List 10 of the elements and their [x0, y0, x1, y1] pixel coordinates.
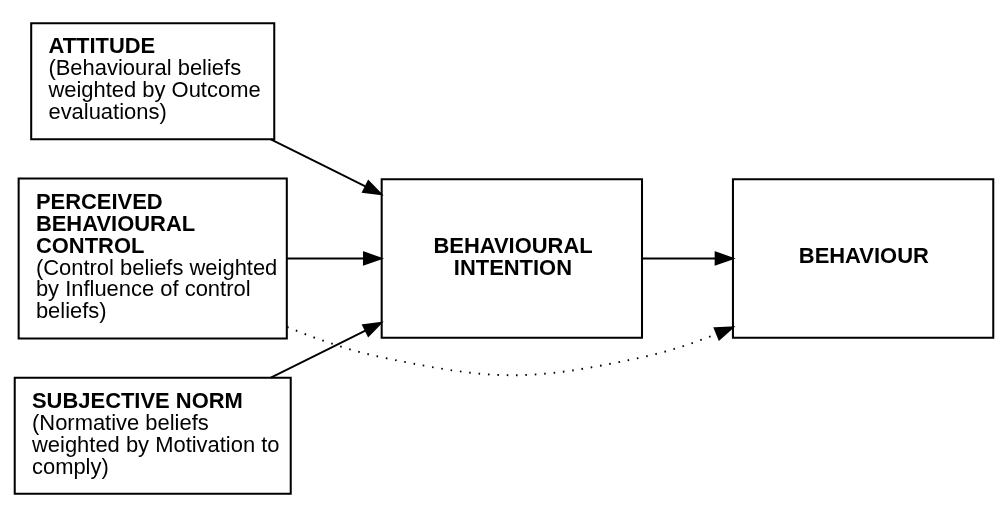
arrow	[286, 326, 736, 377]
node-box: SUBJECTIVE NORM (Normative beliefs weighted by Motivation to comply)	[13, 376, 292, 495]
node-box: PERCEIVED BEHAVIOURAL CONTROL (Control beliefs weighted by Influence of control beliefs)	[17, 177, 288, 340]
arrow	[269, 321, 384, 379]
node-box: BEHAVIOURAL INTENTION	[380, 178, 643, 339]
node-box: BEHAVIOUR	[731, 178, 995, 339]
arrow	[269, 138, 384, 196]
arrow	[285, 251, 384, 266]
arrow	[641, 251, 736, 266]
node-box: ATTITUDE (Behavioural beliefs weighted by Outcome evaluations)	[30, 22, 276, 141]
